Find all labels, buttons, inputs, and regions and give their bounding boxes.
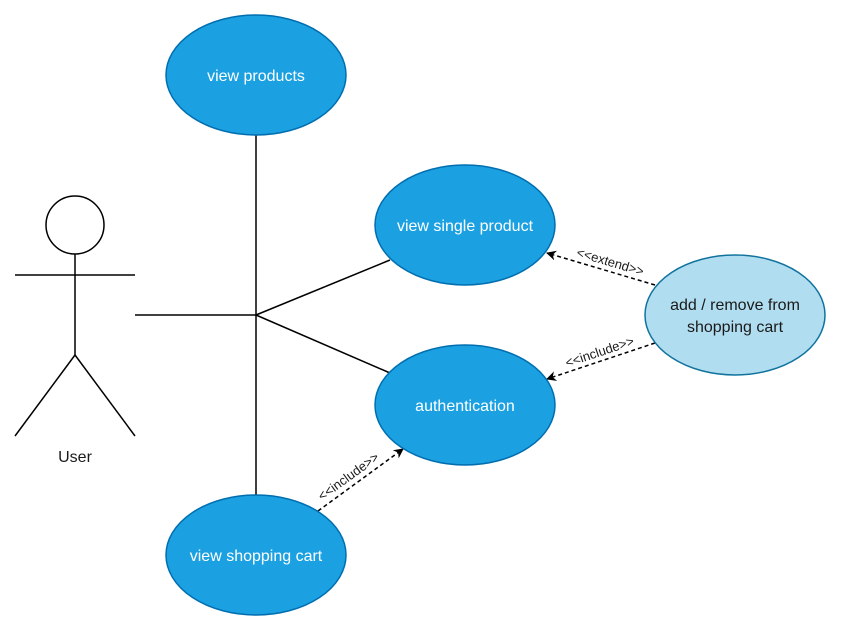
actor-head — [45, 195, 105, 255]
include-arrow-cart — [317, 448, 404, 512]
association-view-single-product — [255, 259, 391, 316]
usecase-authentication-shape[interactable] — [374, 344, 556, 466]
usecase-view-products-label: view products — [207, 68, 305, 85]
include-stereotype-auth: <<include>> — [563, 333, 636, 370]
extend-stereotype: <<extend>> — [575, 245, 646, 279]
usecase-add-remove-cart-label-line2: shopping cart — [687, 319, 784, 336]
actor-label: User — [58, 449, 92, 466]
usecase-view-shopping-cart-shape[interactable] — [165, 494, 347, 616]
actor-left-leg — [14, 354, 76, 437]
usecase-view-shopping-cart[interactable]: view shopping cart — [165, 494, 347, 616]
dependencies — [317, 250, 656, 512]
usecase-authentication-label: authentication — [415, 398, 515, 415]
include-arrow-auth — [546, 342, 656, 381]
usecase-add-remove-cart-shape[interactable] — [644, 254, 826, 376]
usecase-view-single-product[interactable]: view single product — [374, 164, 556, 286]
usecase-view-shopping-cart-label: view shopping cart — [190, 548, 323, 565]
usecase-view-products[interactable]: view products — [165, 14, 347, 136]
actor-right-leg — [74, 354, 136, 437]
usecase-authentication[interactable]: authentication — [374, 344, 556, 466]
associations — [135, 135, 391, 496]
association-authentication — [255, 314, 391, 374]
actor-user — [14, 195, 136, 437]
usecase-add-remove-cart-label-line1: add / remove from — [670, 297, 800, 314]
usecase-view-single-product-label: view single product — [397, 218, 534, 235]
usecase-view-single-product-shape[interactable] — [374, 164, 556, 286]
usecase-add-remove-cart[interactable]: add / remove from shopping cart — [644, 254, 826, 376]
extend-arrow — [546, 250, 656, 286]
usecase-view-products-shape[interactable] — [165, 14, 347, 136]
include-stereotype-cart: <<include>> — [315, 449, 382, 503]
